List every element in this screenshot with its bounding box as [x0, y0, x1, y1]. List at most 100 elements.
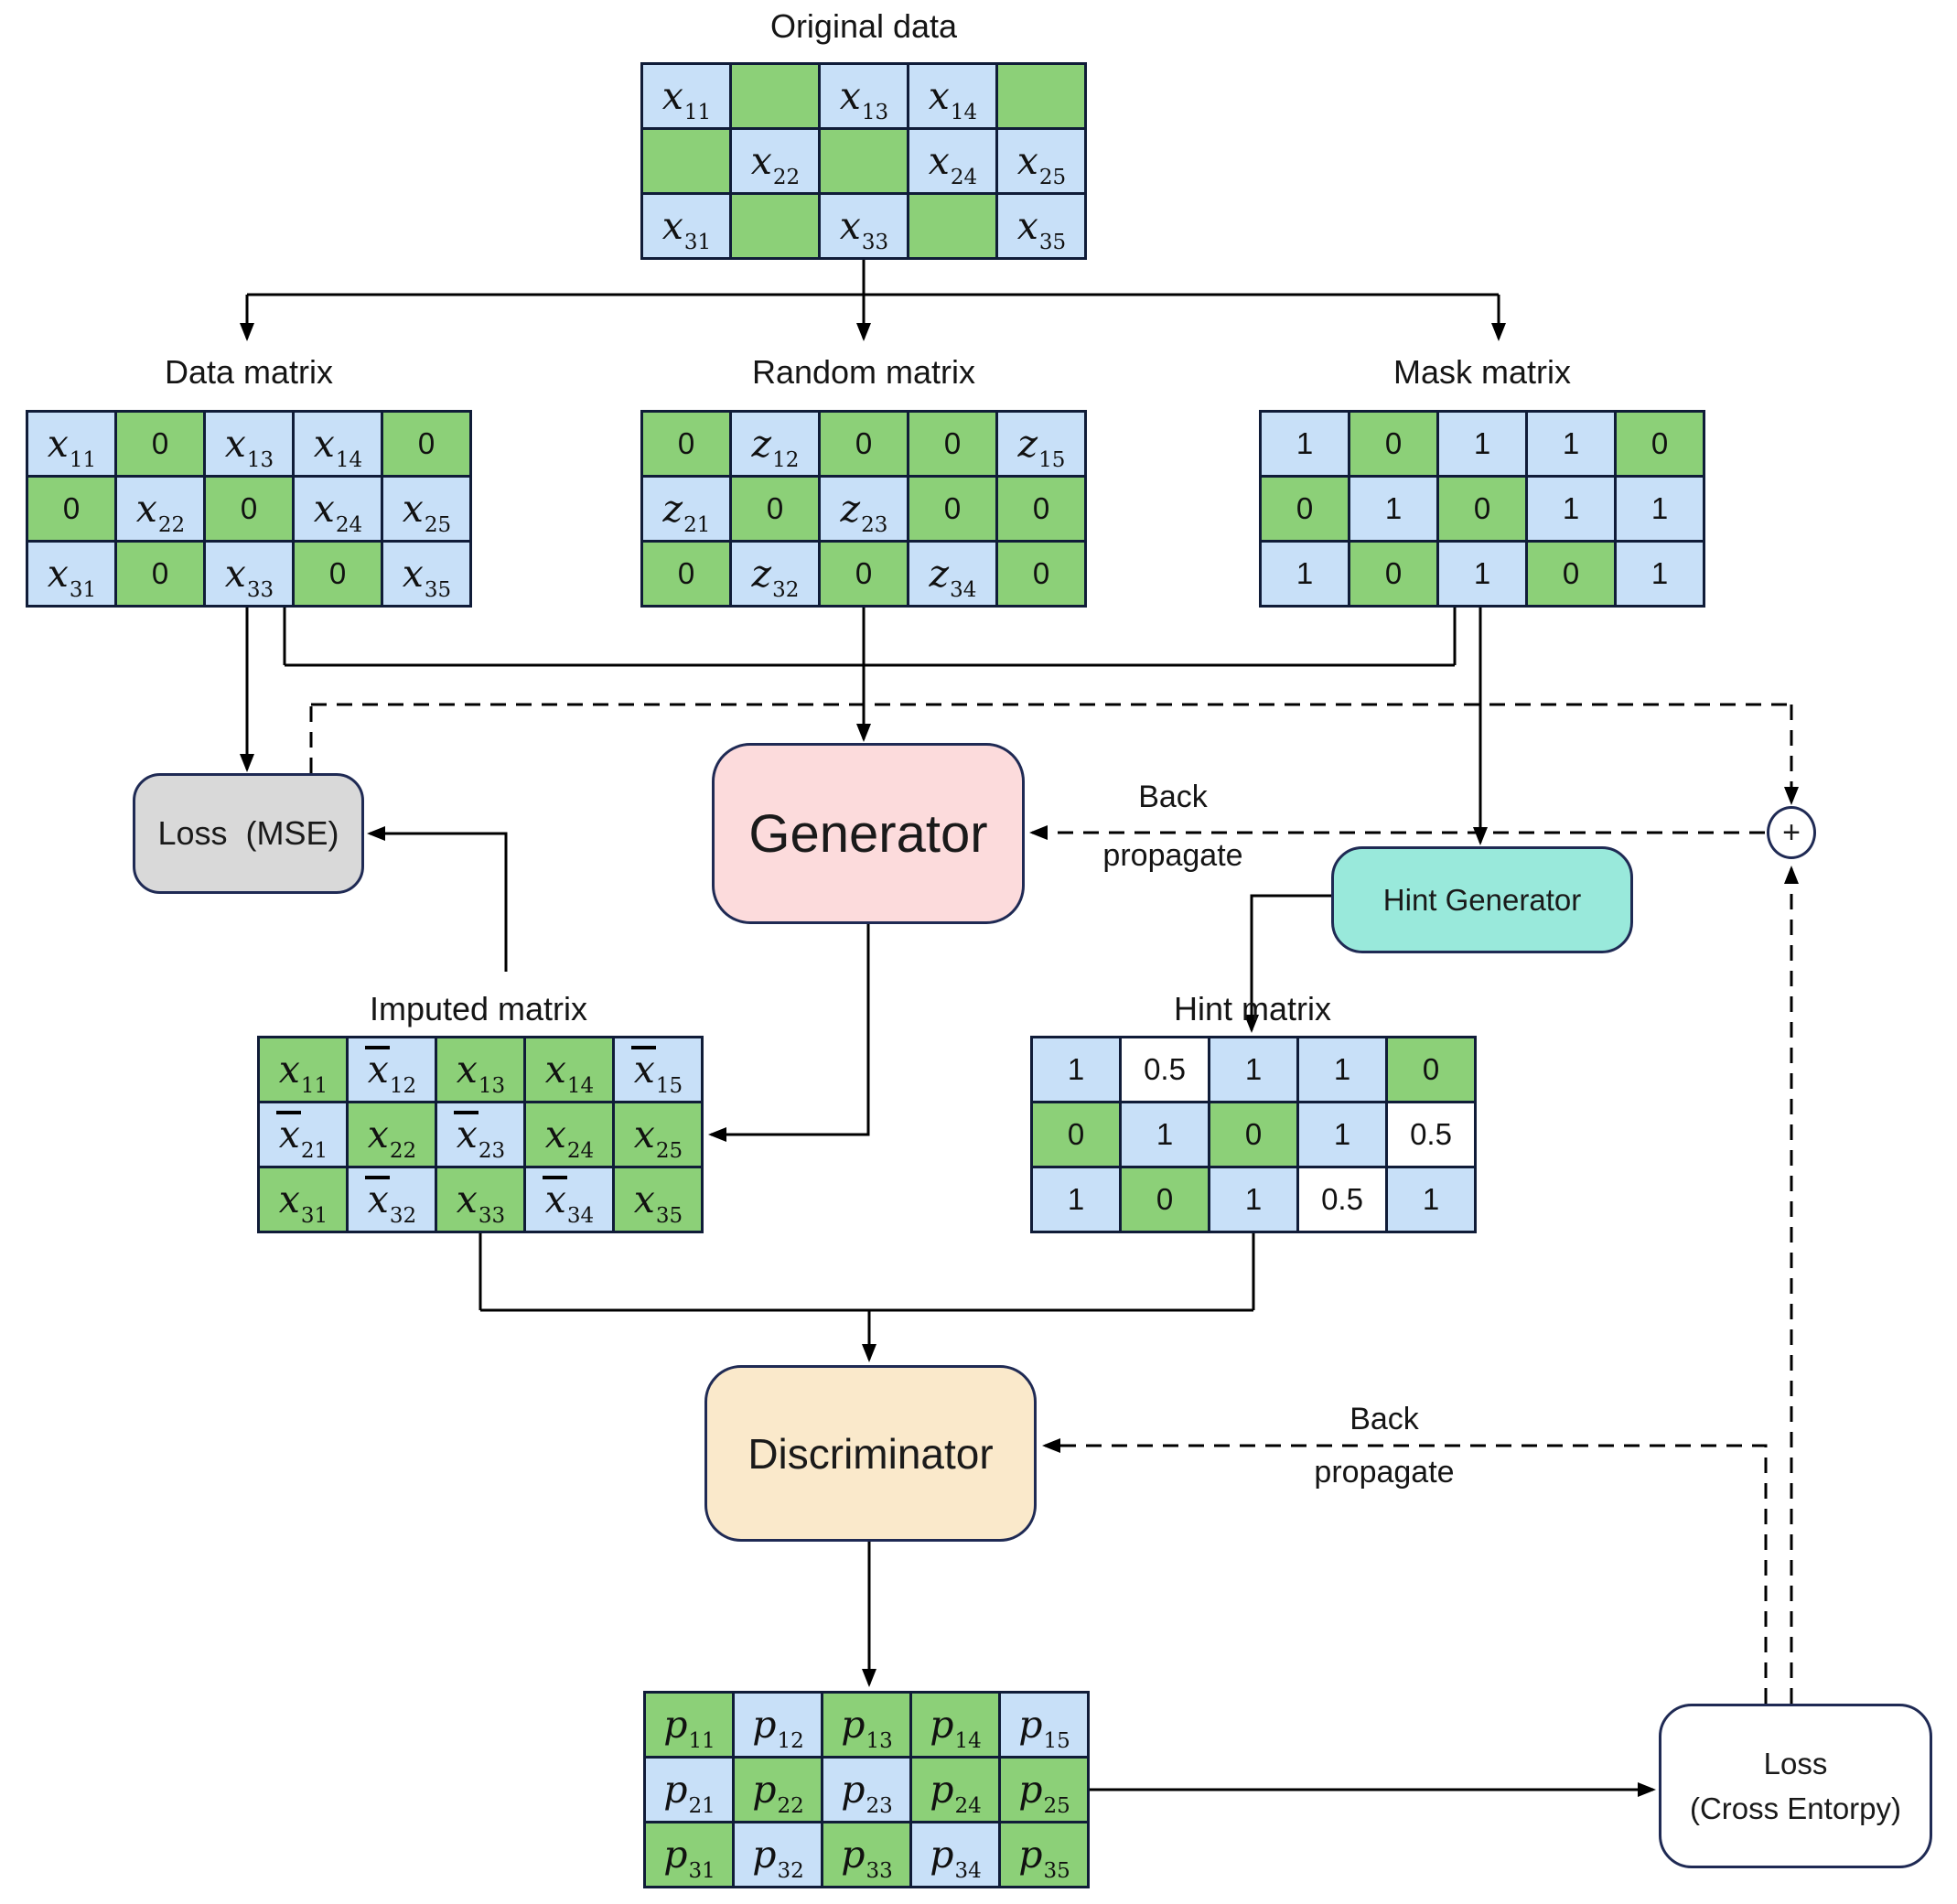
matrix-cell: p34 [912, 1823, 998, 1886]
matrix-cell [821, 130, 907, 192]
matrix-cell: 1 [1033, 1168, 1119, 1231]
matrix-cell [909, 195, 995, 257]
matrix-cell: 0 [821, 413, 907, 475]
mask-matrix-title: Mask matrix [1392, 353, 1572, 391]
matrix-cell: 1 [1210, 1168, 1296, 1231]
matrix-cell: 0 [383, 413, 469, 475]
matrix-cell: x14 [909, 65, 995, 127]
matrix-cell: x15 [615, 1038, 701, 1101]
matrix-cell: 1 [1299, 1038, 1385, 1101]
discriminator-node: Discriminator [704, 1365, 1037, 1542]
matrix-cell: p21 [646, 1759, 732, 1821]
matrix-cell: x34 [526, 1168, 612, 1231]
matrix-cell: x22 [349, 1103, 435, 1166]
matrix-cell: 0.5 [1388, 1103, 1474, 1166]
matrix-cell: 0 [117, 413, 203, 475]
data-matrix-title: Data matrix [164, 353, 334, 391]
matrix-cell: z12 [732, 413, 818, 475]
matrix-cell: 1 [1122, 1103, 1208, 1166]
matrix-cell: p32 [735, 1823, 821, 1886]
arrow-imputed-to-loss-mse [367, 826, 508, 972]
matrix-cell: 0 [1617, 413, 1703, 475]
back-propagate-discriminator-line1: Back [1349, 1402, 1419, 1436]
matrix-cell: 0 [732, 478, 818, 540]
loss-mse-node: Loss (MSE) [133, 773, 364, 894]
matrix-cell: 0 [998, 478, 1084, 540]
matrix-cell: p22 [735, 1759, 821, 1821]
matrix-cell: x31 [28, 543, 114, 605]
matrix-cell: x33 [821, 195, 907, 257]
matrix-cell: p15 [1001, 1694, 1087, 1756]
discriminator-label: Discriminator [747, 1429, 994, 1478]
matrix-cell: x22 [732, 130, 818, 192]
matrix-cell: 1 [1262, 413, 1348, 475]
matrix-cell: p13 [823, 1694, 909, 1756]
matrix-cell: x24 [295, 478, 381, 540]
sum-junction-node: + [1767, 806, 1816, 859]
loss-cross-entropy-node: Loss (Cross Entorpy) [1659, 1704, 1932, 1868]
matrix-cell: x11 [643, 65, 729, 127]
matrix-cell: z23 [821, 478, 907, 540]
matrix-cell: 0.5 [1122, 1038, 1208, 1101]
matrix-cell: p14 [912, 1694, 998, 1756]
matrix-cell [732, 65, 818, 127]
matrix-cell: 0 [28, 478, 114, 540]
matrix-cell: 1 [1388, 1168, 1474, 1231]
matrix-cell: x35 [383, 543, 469, 605]
matrix-cell: x35 [615, 1168, 701, 1231]
matrix-cell: 0 [295, 543, 381, 605]
matrix-cell: x21 [260, 1103, 346, 1166]
matrix-cell: x33 [206, 543, 292, 605]
hint-generator-label: Hint Generator [1382, 882, 1582, 917]
generator-label: Generator [748, 803, 988, 864]
matrix-cell: x25 [615, 1103, 701, 1166]
matrix-cell: 0 [1388, 1038, 1474, 1101]
matrix-cell [643, 130, 729, 192]
matrix-cell: 1 [1439, 413, 1525, 475]
matrix-cell: 1 [1350, 478, 1436, 540]
matrix-cell: p23 [823, 1759, 909, 1821]
arrow-hint-generator-to-hint-matrix [1244, 894, 1331, 1033]
matrix-cell: 1 [1210, 1038, 1296, 1101]
matrix-cell: 0 [117, 543, 203, 605]
matrix-cell: 0 [909, 478, 995, 540]
matrix-cell: 1 [1439, 543, 1525, 605]
matrix-cell: x31 [260, 1168, 346, 1231]
matrix-cell: x14 [526, 1038, 612, 1101]
hint-generator-node: Hint Generator [1331, 846, 1633, 953]
matrix-cell: 1 [1617, 543, 1703, 605]
dashed-arrow-loss-ce-to-discriminator [1042, 1438, 1768, 1704]
matrix-cell: 0 [1033, 1103, 1119, 1166]
matrix-cell: 0 [998, 543, 1084, 605]
matrix-cell: x25 [383, 478, 469, 540]
random-matrix-title: Random matrix [751, 353, 976, 391]
matrix-cell: x25 [998, 130, 1084, 192]
matrix-cell: 0 [206, 478, 292, 540]
matrix-cell: x13 [437, 1038, 523, 1101]
matrix-cell: x13 [821, 65, 907, 127]
back-propagate-discriminator-line2: propagate [1314, 1455, 1455, 1490]
matrix-cell: 0 [1528, 543, 1614, 605]
loss-ce-label-line1: Loss [1763, 1746, 1828, 1780]
matrix-cell: p11 [646, 1694, 732, 1756]
matrix-cell: x11 [260, 1038, 346, 1101]
matrix-cell: 1 [1262, 543, 1348, 605]
matrix-cell: x33 [437, 1168, 523, 1231]
matrix-cell: 0 [1210, 1103, 1296, 1166]
matrix-cell: 1 [1033, 1038, 1119, 1101]
matrix-cell: 0 [643, 413, 729, 475]
back-propagate-generator-line1: Back [1138, 780, 1208, 814]
hint-matrix-title: Hint matrix [1173, 990, 1332, 1027]
matrix-cell: p12 [735, 1694, 821, 1756]
matrix-cell: p25 [1001, 1759, 1087, 1821]
matrix-cell: 1 [1617, 478, 1703, 540]
matrix-cell: p35 [1001, 1823, 1087, 1886]
matrix-cell: 0 [643, 543, 729, 605]
matrix-cell: x24 [909, 130, 995, 192]
